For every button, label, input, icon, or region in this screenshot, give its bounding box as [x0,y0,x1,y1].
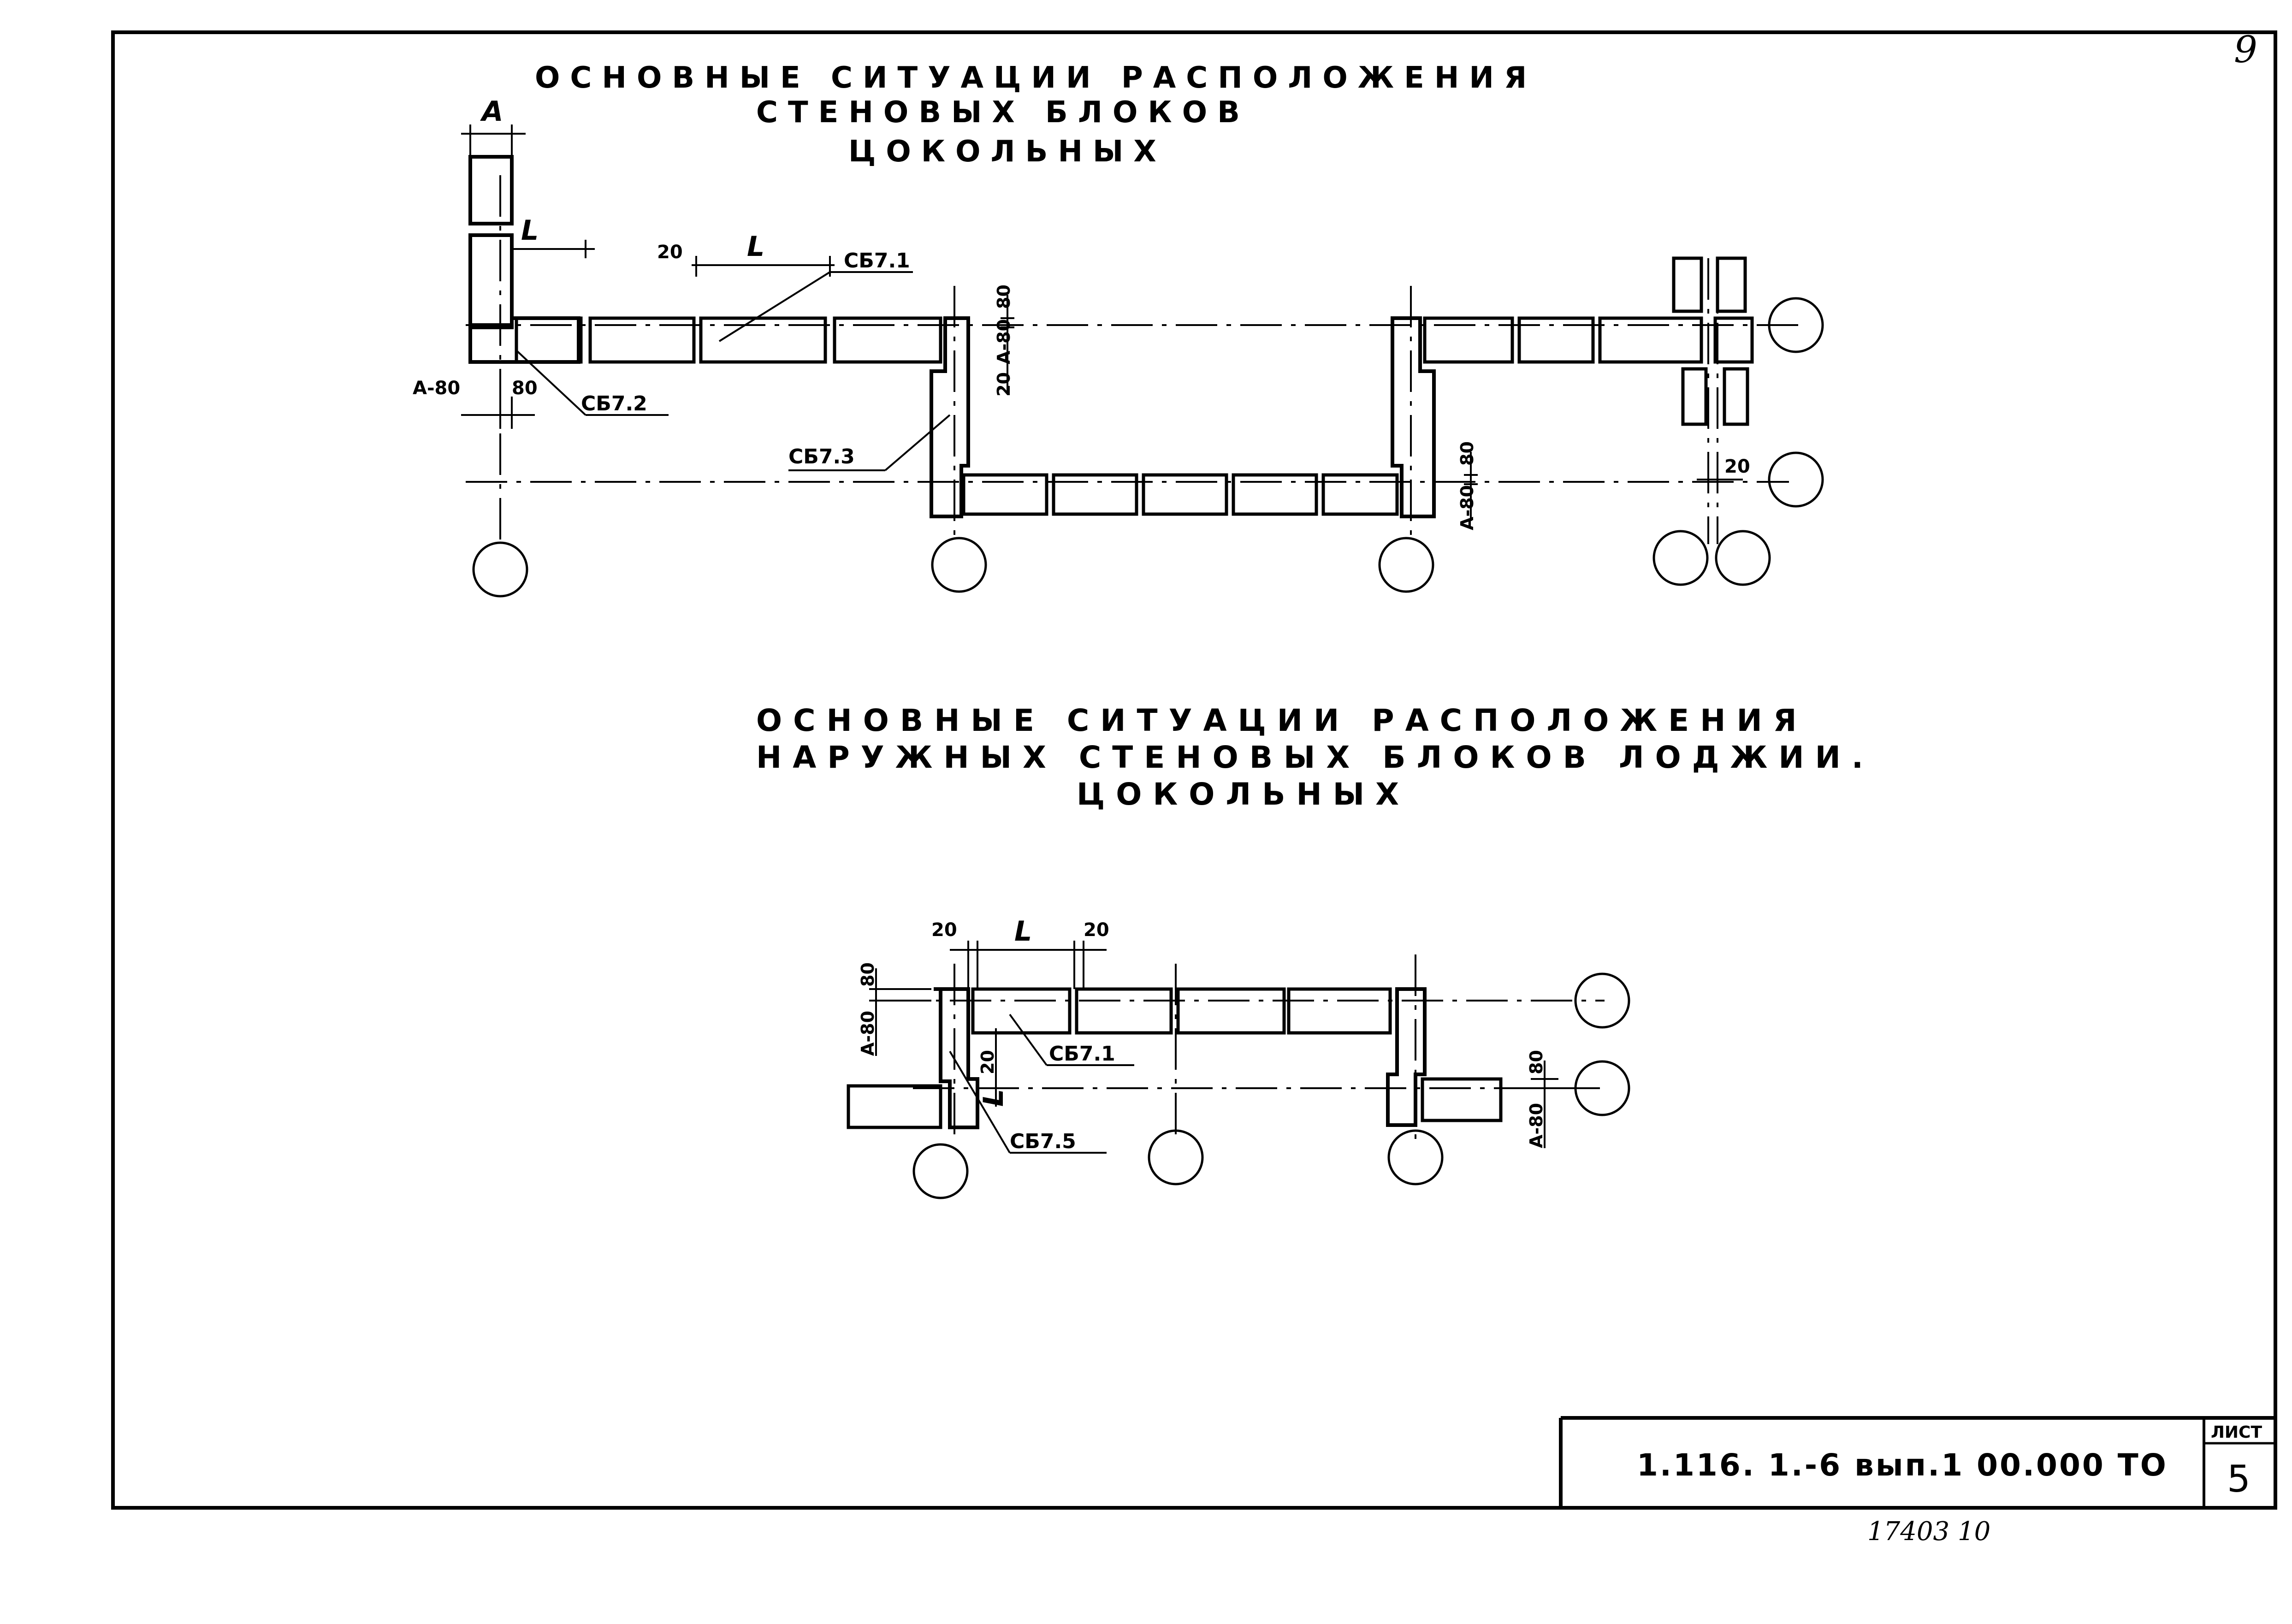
label-sb73: СБ7.3 [788,445,855,468]
dim-A80-left: A-80 [413,378,460,399]
dim-A80-mid: A-80 [994,319,1014,364]
label-sb72: СБ7.2 [581,392,647,415]
dim-20-right: 20 [1724,456,1750,477]
dim-80-right: 80 [1457,441,1477,466]
dim-20-top: 20 [657,242,683,263]
dim2-20-a: 20 [931,919,957,941]
section1-title-line1: ОСНОВНЫЕ СИТУАЦИИ РАСПОЛОЖЕНИЯ [535,61,1537,95]
section2-plan [847,941,1630,1199]
section1-title-line2: СТЕНОВЫХ БЛОКОВ [756,95,1250,130]
sheet-label: ЛИСТ [2211,1423,2262,1442]
dim-80-mid: 80 [994,284,1014,309]
dim-20-mid: 20 [994,372,1014,397]
section2-title-line2: НАРУЖНЫХ СТЕНОВЫХ БЛОКОВ ЛОДЖИИ. [756,740,1874,775]
dim2-80-right: 80 [1526,1050,1546,1074]
label-sb71-top: СБ7.1 [844,249,910,273]
dim-L1: L [521,214,539,247]
dim-A: A [480,95,503,128]
section2-title-line3: ЦОКОЛЬНЫХ [1077,776,1410,812]
dim2-L-v: L [977,1089,1010,1107]
dim2-L: L [1014,915,1032,948]
section1-title-line3: ЦОКОЛЬНЫХ [848,135,1167,169]
dim-80-left: 80 [512,378,538,399]
handwritten-note: 17403 10 [1867,1517,1990,1547]
sheet-number: 5 [2227,1458,2251,1500]
dim2-A80-left: A-80 [858,1011,878,1056]
corner-number: 9 [2234,28,2257,71]
dim2-20-b: 20 [1084,919,1109,941]
label-sb71-bottom: СБ7.1 [1049,1042,1115,1066]
dim-L2: L [747,231,764,263]
document-code: 1.116. 1.-6 вып.1 00.000 ТО [1637,1447,2168,1483]
title-block [1559,1416,2275,1508]
dim-A80-right: A-80 [1457,485,1477,530]
dim2-20-v: 20 [977,1050,998,1074]
sheet-frame [111,30,2277,1510]
label-sb75: СБ7.5 [1010,1130,1076,1153]
dim2-80-left: 80 [858,962,878,987]
dim2-A80-right: A-80 [1526,1103,1546,1148]
section2-title-line1: ОСНОВНЫЕ СИТУАЦИИ РАСПОЛОЖЕНИЯ [756,703,1808,738]
section1-plan [461,124,1824,598]
